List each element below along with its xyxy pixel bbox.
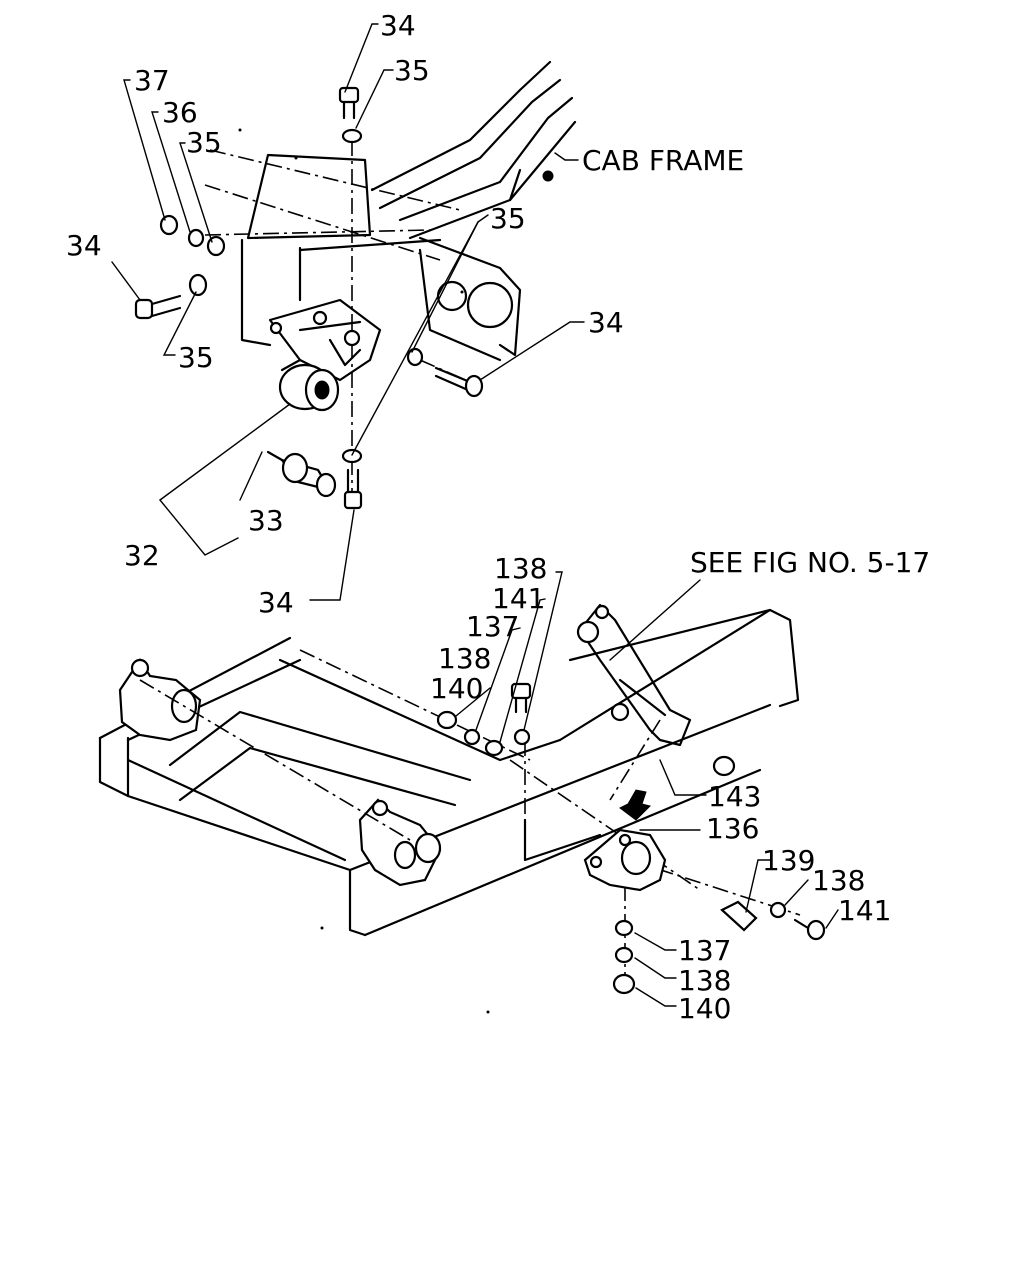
spring-hanger-left [118, 657, 202, 742]
callout-141-a: 141 [492, 582, 545, 615]
callout-139: 139 [762, 844, 815, 877]
hardware-lower [436, 682, 826, 995]
callout-138-b: 138 [438, 642, 491, 675]
callout-35-top: 35 [394, 54, 430, 87]
callout-136: 136 [706, 812, 759, 845]
callout-35-left-lower: 35 [178, 341, 214, 374]
callout-137-b: 137 [678, 934, 731, 967]
callout-34-bottom: 34 [258, 586, 294, 619]
leaders-lower [455, 571, 839, 1007]
shock-absorber-bracket [576, 603, 736, 777]
bolt-34-left [134, 273, 208, 320]
callout-141-b: 141 [838, 894, 891, 927]
callout-33: 33 [248, 504, 284, 537]
cab-mount-outline [240, 153, 442, 347]
nut-washers-37-36-35 [159, 214, 226, 257]
cab-mount-bracket-136 [583, 828, 667, 892]
dash-centerlines-upper [204, 140, 471, 500]
callout-32: 32 [124, 539, 160, 572]
callout-138-d: 138 [678, 964, 731, 997]
callout-37: 37 [134, 64, 170, 97]
leaders-upper [111, 23, 585, 601]
callout-35-left-upper: 35 [186, 126, 222, 159]
callout-34-top: 34 [380, 9, 416, 42]
bolt-34-top [338, 86, 363, 144]
chassis-frame [98, 608, 800, 937]
callout-36: 36 [162, 96, 198, 129]
cab-mount-bracket [268, 298, 382, 382]
callout-138-c: 138 [812, 864, 865, 897]
arrow-indicator [619, 789, 651, 821]
callout-35-right: 35 [490, 202, 526, 235]
callout-140-b: 140 [678, 992, 731, 1025]
scan-specks [238, 128, 490, 1014]
callout-138-a: 138 [494, 552, 547, 585]
callout-34-left: 34 [66, 229, 102, 262]
cab-mount-sleeve-33 [266, 450, 337, 498]
callout-140-a: 140 [430, 672, 483, 705]
see-fig-label: SEE FIG NO. 5-17 [690, 546, 930, 579]
cab-frame-rail [370, 60, 577, 362]
spring-hanger-center [358, 798, 442, 887]
callout-137-a: 137 [466, 610, 519, 643]
cab-mount-bushing-32 [278, 358, 340, 412]
bolt-34-right [406, 347, 484, 398]
callout-143: 143 [708, 780, 761, 813]
bolt-34-bottom [341, 448, 363, 510]
callout-34-right: 34 [588, 306, 624, 339]
cab-frame-label: CAB FRAME [582, 144, 744, 177]
